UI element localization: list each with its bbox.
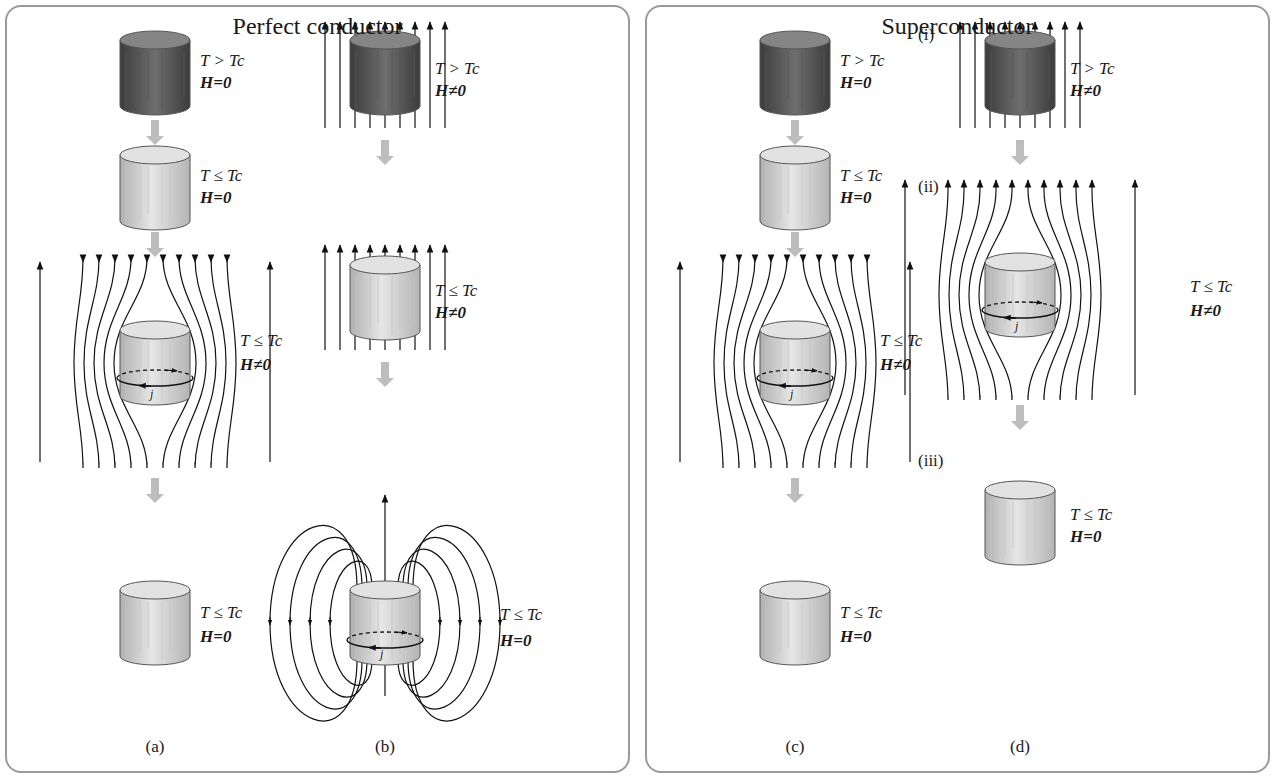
field-label: H=0 <box>1070 528 1101 547</box>
field-label: H≠0 <box>435 304 466 323</box>
step-number: (iii) <box>918 452 944 471</box>
field-label: H=0 <box>200 74 231 93</box>
field-label: H≠0 <box>1070 82 1101 101</box>
temperature-label: T > Tc <box>840 52 885 71</box>
cylinder-sample <box>350 581 420 665</box>
temperature-label: T > Tc <box>1070 60 1115 79</box>
current-loop <box>117 370 193 386</box>
current-label: j <box>790 388 793 401</box>
step-arrow <box>786 232 804 257</box>
temperature-label: T ≤ Tc <box>1070 506 1112 525</box>
step-arrow <box>376 140 394 165</box>
cylinder-sample <box>350 256 420 340</box>
step-arrow <box>376 362 394 387</box>
panel-title: Superconductor <box>647 13 1268 40</box>
field-label: H=0 <box>200 628 231 647</box>
current-label: j <box>380 648 383 661</box>
field-label: H=0 <box>840 189 871 208</box>
step-arrow <box>786 478 804 503</box>
field-label: H≠0 <box>880 356 911 375</box>
cylinder-sample <box>760 581 830 665</box>
temperature-label: T ≤ Tc <box>880 332 922 351</box>
cylinder-sample <box>760 146 830 230</box>
step-arrow <box>146 478 164 503</box>
cylinder-sample <box>120 146 190 230</box>
current-loop <box>982 302 1058 318</box>
step-number: (ii) <box>918 178 939 197</box>
panel-title: Perfect conductor <box>7 13 628 40</box>
temperature-label: T ≤ Tc <box>200 167 242 186</box>
temperature-label: T ≤ Tc <box>840 167 882 186</box>
cylinder-sample <box>760 321 830 405</box>
panel-letter: (a) <box>146 738 165 757</box>
cylinder-sample <box>350 31 420 115</box>
step-arrow <box>146 120 164 145</box>
step-arrow <box>1011 405 1029 430</box>
current-label: j <box>1015 320 1018 333</box>
temperature-label: T > Tc <box>435 60 480 79</box>
trapped-field <box>270 495 500 721</box>
temperature-label: T ≤ Tc <box>240 332 282 351</box>
temperature-label: T ≤ Tc <box>1190 278 1232 297</box>
temperature-label: T ≤ Tc <box>500 606 542 625</box>
cylinder-sample <box>985 31 1055 115</box>
field-lines-expelled <box>905 180 1135 400</box>
field-label: H≠0 <box>1190 302 1221 321</box>
cylinder-sample <box>985 253 1055 337</box>
step-arrow <box>786 120 804 145</box>
panel-frame: Perfect conductor <box>5 5 630 773</box>
cylinder-sample <box>120 31 190 115</box>
temperature-label: T ≤ Tc <box>200 604 242 623</box>
temperature-label: T ≤ Tc <box>435 282 477 301</box>
step-number: (i) <box>918 26 934 45</box>
field-label: H=0 <box>840 628 871 647</box>
field-label: H≠0 <box>240 356 271 375</box>
current-loop <box>347 632 423 648</box>
panel-frame: Superconductor <box>645 5 1270 773</box>
field-label: H≠0 <box>435 82 466 101</box>
panel-letter: (b) <box>375 738 395 757</box>
field-lines-expelled <box>40 258 270 468</box>
step-arrow <box>1011 140 1029 165</box>
temperature-label: T ≤ Tc <box>840 604 882 623</box>
field-label: H=0 <box>840 74 871 93</box>
field-label: H=0 <box>500 632 531 651</box>
panel-letter: (c) <box>786 738 805 757</box>
field-lines <box>325 245 445 350</box>
current-label: j <box>150 388 153 401</box>
cylinder-sample <box>120 581 190 665</box>
cylinder-sample <box>985 481 1055 565</box>
temperature-label: T > Tc <box>200 52 245 71</box>
step-arrow <box>146 232 164 257</box>
cylinder-sample <box>120 321 190 405</box>
field-lines-expelled <box>680 258 910 468</box>
field-label: H=0 <box>200 189 231 208</box>
cylinder-sample <box>760 31 830 115</box>
panel-letter: (d) <box>1010 738 1030 757</box>
current-loop <box>757 370 833 386</box>
